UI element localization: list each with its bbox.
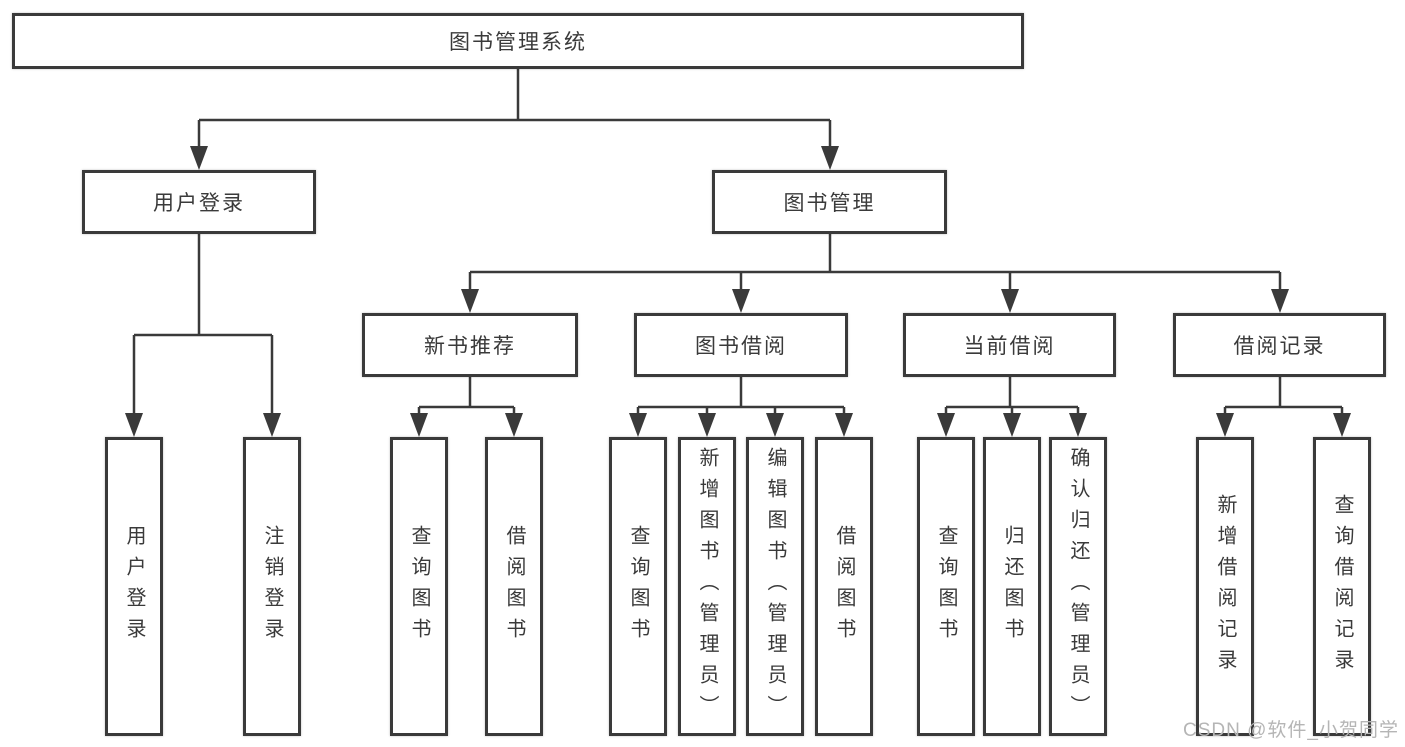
node-leaf-return-books: 归还图书 [983, 437, 1041, 736]
node-label: 图书管理系统 [449, 31, 587, 54]
node-label: 归还图书 [1001, 524, 1023, 649]
node-borrow-records: 借阅记录 [1173, 313, 1386, 377]
node-user-login-branch: 用户登录 [82, 170, 316, 234]
watermark-text: CSDN @软件_小贺同学 [1183, 720, 1399, 741]
node-label: 借阅图书 [503, 524, 525, 649]
node-library-management-system: 图书管理系统 [12, 13, 1024, 69]
arrow-down-icon [125, 146, 1351, 437]
node-label: 查询图书 [408, 524, 430, 649]
node-leaf-add-borrow-record: 新增借阅记录 [1196, 437, 1254, 736]
node-label: 用户登录 [153, 192, 245, 215]
node-label: 图书借阅 [695, 335, 787, 358]
node-label: 用户登录 [123, 524, 145, 649]
node-label: 查询图书 [935, 524, 957, 649]
node-leaf-confirm-return-admin: 确认归还（管理员） [1049, 437, 1107, 736]
node-label: 新增借阅记录 [1214, 493, 1236, 680]
node-leaf-user-login: 用户登录 [105, 437, 163, 736]
node-label: 借阅图书 [833, 524, 855, 649]
node-book-management-branch: 图书管理 [712, 170, 947, 234]
node-leaf-borrow-books-recommend: 借阅图书 [485, 437, 543, 736]
node-label: 当前借阅 [963, 335, 1056, 358]
node-label: 借阅记录 [1233, 335, 1326, 358]
node-leaf-query-books-recommend: 查询图书 [390, 437, 448, 736]
node-label: 新书推荐 [424, 335, 516, 358]
node-leaf-query-borrow-record: 查询借阅记录 [1313, 437, 1371, 736]
node-new-book-recommend: 新书推荐 [362, 313, 578, 377]
node-book-borrow: 图书借阅 [634, 313, 848, 377]
node-label: 图书管理 [783, 192, 876, 215]
node-label: 确认归还（管理员） [1067, 447, 1089, 726]
node-label: 查询图书 [627, 524, 649, 649]
node-current-borrow: 当前借阅 [903, 313, 1116, 377]
node-label: 新增图书（管理员） [696, 447, 718, 726]
node-leaf-logout: 注销登录 [243, 437, 301, 736]
node-leaf-query-books-current: 查询图书 [917, 437, 975, 736]
node-leaf-add-books-admin: 新增图书（管理员） [678, 437, 736, 736]
node-leaf-query-books-borrow: 查询图书 [609, 437, 667, 736]
node-label: 查询借阅记录 [1331, 493, 1353, 680]
node-label: 注销登录 [261, 524, 283, 649]
node-leaf-edit-books-admin: 编辑图书（管理员） [746, 437, 804, 736]
node-leaf-borrow-books: 借阅图书 [815, 437, 873, 736]
node-label: 编辑图书（管理员） [764, 447, 786, 726]
